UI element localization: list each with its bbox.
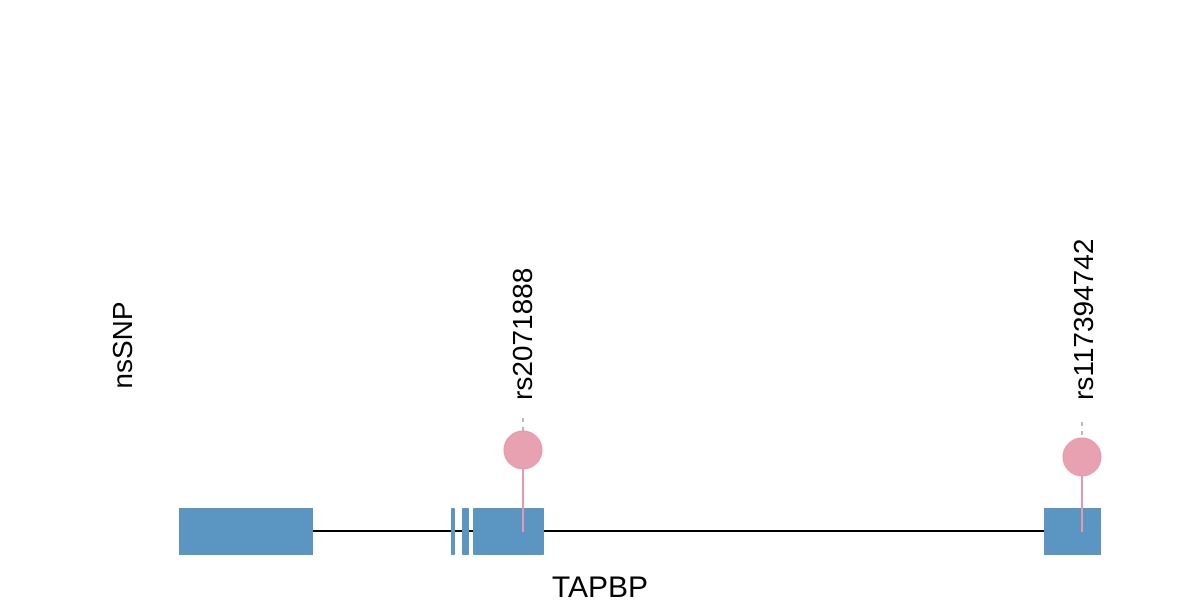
exon	[1044, 508, 1101, 555]
exon	[462, 508, 469, 555]
snp-head[interactable]	[503, 430, 543, 470]
exon	[179, 508, 313, 555]
snp-label: rs117394742	[1068, 239, 1099, 400]
exon	[473, 508, 544, 555]
snp-head[interactable]	[1062, 437, 1102, 477]
gene-label: TAPBP	[552, 571, 648, 600]
exons	[179, 508, 1101, 555]
snp-lollipop[interactable]: rs2071888	[503, 268, 543, 532]
snp-label: rs2071888	[507, 268, 538, 400]
exon	[451, 508, 455, 555]
snp-lollipop[interactable]: rs117394742	[1062, 239, 1102, 532]
track-label: nsSNP	[107, 301, 138, 388]
